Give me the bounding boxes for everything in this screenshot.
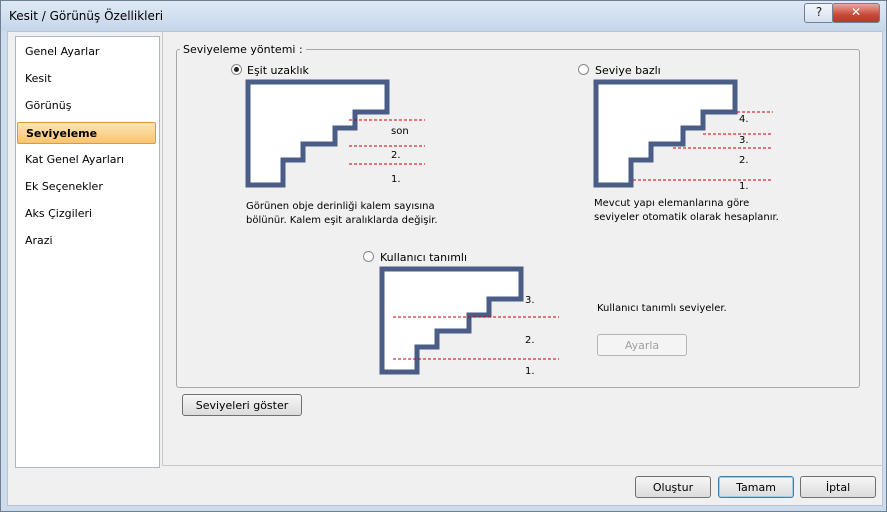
- diagram-kullanici-tanimli: [379, 266, 559, 375]
- diagram-seviye-bazli: [593, 79, 773, 188]
- level-label-3: 3.: [739, 135, 749, 146]
- category-list[interactable]: Genel Ayarlar Kesit Görünüş Seviyeleme K…: [15, 36, 160, 468]
- desc-line: Mevcut yapı elemanlarına göre: [594, 198, 750, 209]
- sidebar-item-kat-genel-ayarlari[interactable]: Kat Genel Ayarları: [25, 153, 125, 166]
- help-icon: ?: [815, 5, 823, 19]
- label-kullanici-tanimli: Kullanıcı tanımlı: [380, 251, 468, 264]
- level-method-group: [176, 49, 860, 388]
- sidebar-item-genel-ayarlar[interactable]: Genel Ayarlar: [25, 45, 100, 58]
- help-button[interactable]: ?: [804, 3, 834, 23]
- label-seviye-bazli: Seviye bazlı: [595, 64, 661, 77]
- sidebar-item-ek-secenekler[interactable]: Ek Seçenekler: [25, 180, 103, 193]
- sidebar-item-seviyeleme[interactable]: Seviyeleme: [17, 122, 156, 144]
- level-label-3: 3.: [525, 295, 535, 306]
- radio-kullanici-tanimli[interactable]: [363, 251, 374, 262]
- create-button[interactable]: Oluştur: [635, 476, 711, 498]
- desc-kullanici-tanimli: Kullanıcı tanımlı seviyeler.: [597, 303, 727, 314]
- level-label-2: 2.: [525, 335, 535, 346]
- desc-line: bölünür. Kalem eşit aralıklarda değişir.: [246, 215, 438, 226]
- sidebar-item-kesit[interactable]: Kesit: [25, 72, 52, 85]
- sidebar-item-gorunus[interactable]: Görünüş: [25, 99, 72, 112]
- level-label-2: 2.: [391, 150, 401, 161]
- level-label-son: son: [391, 126, 409, 137]
- desc-seviye-bazli: Mevcut yapı elemanlarına göre seviyeler …: [594, 197, 779, 225]
- desc-line: Görünen obje derinliği kalem sayısına: [246, 201, 435, 212]
- desc-esit-uzaklik: Görünen obje derinliği kalem sayısına bö…: [246, 200, 438, 228]
- label-esit-uzaklik: Eşit uzaklık: [247, 64, 309, 77]
- ok-button[interactable]: Tamam: [718, 476, 794, 498]
- window-title: Kesit / Görünüş Özellikleri: [9, 9, 164, 23]
- level-label-1: 1.: [525, 366, 535, 377]
- settings-button[interactable]: Ayarla: [597, 334, 687, 356]
- level-label-4: 4.: [739, 114, 749, 125]
- desc-line: seviyeler otomatik olarak hesaplanır.: [594, 212, 779, 223]
- show-levels-button[interactable]: Seviyeleri göster: [182, 394, 302, 416]
- diagram-esit-uzaklik: [245, 79, 425, 188]
- close-button[interactable]: ✕: [832, 3, 880, 23]
- sidebar-item-arazi[interactable]: Arazi: [25, 234, 53, 247]
- group-title: Seviyeleme yöntemi :: [180, 43, 306, 56]
- level-label-2: 2.: [739, 155, 749, 166]
- level-label-1: 1.: [739, 181, 749, 192]
- dialog-body: Genel Ayarlar Kesit Görünüş Seviyeleme K…: [7, 31, 883, 506]
- cancel-button[interactable]: İptal: [800, 476, 876, 498]
- radio-seviye-bazli[interactable]: [578, 64, 589, 75]
- settings-panel: Seviyeleme yöntemi : Eşit uzaklık son 2.…: [162, 32, 883, 466]
- level-label-1: 1.: [391, 174, 401, 185]
- sidebar-item-aks-cizgileri[interactable]: Aks Çizgileri: [25, 207, 93, 220]
- title-bar: Kesit / Görünüş Özellikleri ? ✕: [1, 1, 886, 31]
- radio-esit-uzaklik[interactable]: [231, 64, 242, 75]
- close-icon: ✕: [850, 5, 862, 19]
